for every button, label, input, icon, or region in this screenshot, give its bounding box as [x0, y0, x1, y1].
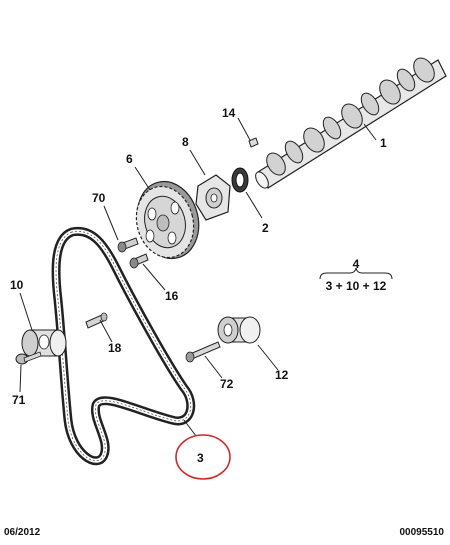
callout-10: 10 [10, 278, 24, 292]
tensioner-stud [85, 312, 108, 329]
callout-1: 1 [380, 136, 387, 150]
callout-18: 18 [108, 341, 122, 355]
sprocket-screw [129, 253, 149, 269]
camshaft-oil-seal [231, 167, 249, 193]
camshaft-sprocket [135, 180, 200, 260]
camshaft-key [248, 137, 259, 148]
callout-3: 3 [197, 451, 204, 465]
callout-72: 72 [220, 377, 234, 391]
footer-date: 06/2012 [4, 527, 41, 538]
kit-number: 4 [353, 257, 360, 271]
callout-14: 14 [222, 106, 236, 120]
tensioner-roller [21, 329, 67, 357]
callout-6: 6 [126, 152, 133, 166]
callout-70: 70 [92, 191, 106, 205]
callout-2: 2 [262, 221, 269, 235]
callout-71: 71 [12, 393, 26, 407]
sprocket-bolt [117, 237, 139, 253]
camshaft [255, 57, 447, 189]
camshaft-hub [195, 174, 231, 221]
callout-16: 16 [165, 289, 179, 303]
idler-roller [217, 316, 261, 344]
kit-brace [319, 267, 393, 280]
highlight-circle [175, 434, 231, 480]
callout-8: 8 [182, 135, 189, 149]
leader-lines [19, 117, 377, 437]
kit-group: 4 3 + 10 + 12 [319, 257, 393, 293]
tensioner-bolt [15, 351, 42, 365]
idler-bolt [185, 341, 221, 363]
callout-12: 12 [275, 368, 289, 382]
callouts: 1 2 3 6 8 10 12 14 16 18 70 71 72 [10, 106, 387, 465]
footer-reference: 00095510 [399, 527, 445, 538]
timing-belt [51, 226, 196, 466]
kit-contents: 3 + 10 + 12 [326, 279, 387, 293]
